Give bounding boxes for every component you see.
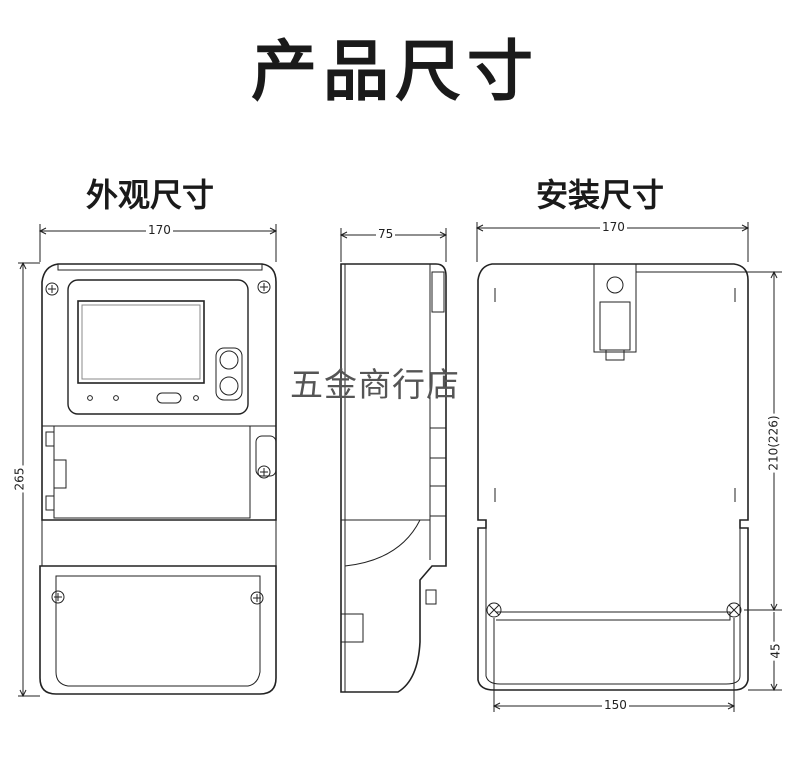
dim-front-height: 265 [12,465,27,493]
dim-side-depth: 75 [376,227,396,241]
dim-front-width: 170 [146,223,173,237]
dim-mount-height: 210(226) [766,413,781,473]
dim-hole-spacing: 150 [602,698,629,712]
mounting-view [475,222,782,712]
front-view [18,224,278,698]
installation-heading: 安装尺寸 [536,176,665,214]
side-view [339,228,448,693]
dim-mount-width: 170 [600,220,627,234]
page-title: 产品尺寸 [251,33,539,110]
appearance-heading: 外观尺寸 [86,176,215,214]
dim-mount-bottom: 45 [768,641,783,661]
watermark: 五金商行店 [290,365,460,404]
